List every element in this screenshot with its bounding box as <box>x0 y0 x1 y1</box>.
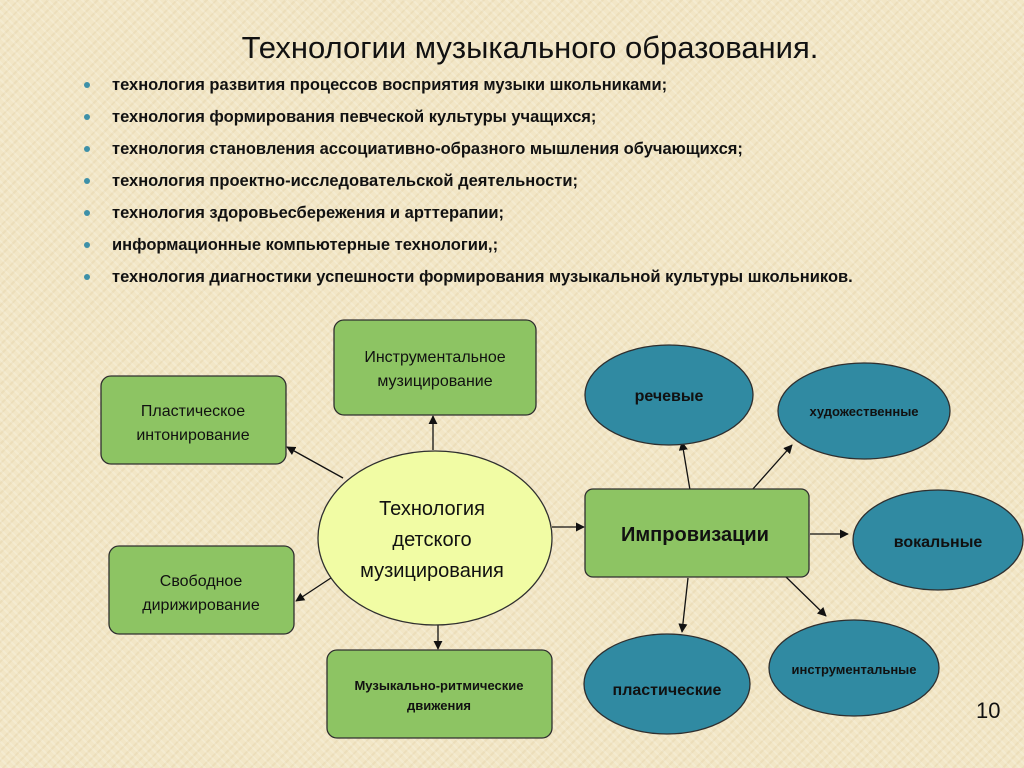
arrow-to-instrumental-oval <box>784 575 827 617</box>
arrow-to-artistic <box>751 444 793 491</box>
center-node: Технология детского музицирования <box>317 450 553 626</box>
oval-speech: речевые <box>584 344 754 446</box>
slide-title: Технологии музыкального образования. <box>241 30 819 65</box>
bullet-icon <box>84 242 90 248</box>
instrumental-line-1: Инструментальное <box>364 349 505 366</box>
list-item: технология становления ассоциативно-обра… <box>80 138 910 160</box>
svg-text:пластические: пластические <box>613 682 722 699</box>
improvisation-label: Импровизации <box>621 524 769 546</box>
improvisation-box: Импровизации <box>584 488 810 578</box>
arrow-to-plastic-oval <box>678 577 689 633</box>
center-line-2: детского <box>392 529 471 551</box>
rhythmic-line-2: движения <box>407 698 471 713</box>
bullet-icon <box>84 114 90 120</box>
center-line-1: Технология <box>379 498 485 520</box>
rhythmic-box: Музыкально-ритмические движения <box>326 649 553 739</box>
instrumental-box: Инструментальное музицирование <box>333 319 537 416</box>
bullet-icon <box>84 146 90 152</box>
conducting-line-2: дирижирование <box>142 597 260 614</box>
bullet-icon <box>84 82 90 88</box>
arrow-to-speech <box>678 441 691 491</box>
list-item: технология развития процессов восприятия… <box>80 74 910 96</box>
svg-text:художественные: художественные <box>809 404 918 419</box>
plastic-intonation-box: Пластическое интонирование <box>100 375 287 465</box>
bullet-icon <box>84 178 90 184</box>
rhythmic-line-1: Музыкально-ритмические <box>354 678 523 693</box>
list-item: технология проектно-исследовательской де… <box>80 170 910 192</box>
instrumental-line-2: музицирование <box>377 373 492 390</box>
page-number: 10 <box>976 698 1001 723</box>
bullet-icon <box>84 210 90 216</box>
plastic-intonation-line-2: интонирование <box>136 427 249 444</box>
svg-text:вокальные: вокальные <box>894 534 983 551</box>
plastic-intonation-line-1: Пластическое <box>141 403 245 420</box>
oval-vocal: вокальные <box>852 489 1024 591</box>
list-item: технология здоровьесбережения и арттерап… <box>80 202 910 224</box>
bullet-icon <box>84 274 90 280</box>
conducting-box: Свободное дирижирование <box>108 545 295 635</box>
list-item: информационные компьютерные технологии,; <box>80 234 910 256</box>
oval-plastic: пластические <box>583 633 751 735</box>
svg-text:речевые: речевые <box>635 388 704 405</box>
list-item: технология диагностики успешности формир… <box>80 266 910 288</box>
oval-instrumental: инструментальные <box>768 619 940 717</box>
svg-text:инструментальные: инструментальные <box>792 662 917 677</box>
list-item: технология формирования певческой культу… <box>80 106 910 128</box>
arrow-to-plastic-intonation <box>286 446 344 479</box>
conducting-line-1: Свободное <box>160 573 243 590</box>
center-line-3: музицирования <box>360 560 504 582</box>
oval-artistic: художественные <box>777 362 951 460</box>
connectors <box>286 415 849 650</box>
technology-list: технология развития процессов восприятия… <box>80 74 910 298</box>
